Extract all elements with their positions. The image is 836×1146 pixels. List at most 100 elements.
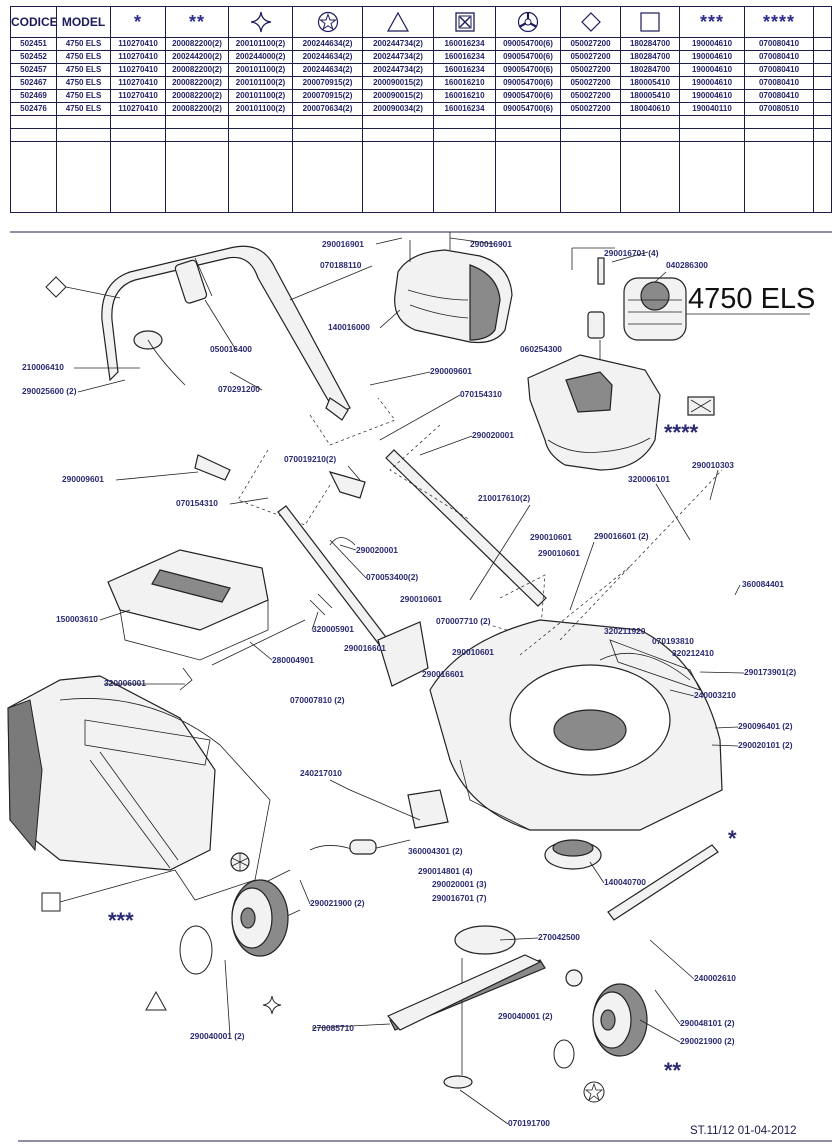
- part-label: 290010601: [452, 647, 494, 657]
- square-icon: [640, 12, 660, 32]
- catcher-lid-drawing: [107, 549, 269, 691]
- circle-star-callout-icon: [583, 1081, 605, 1103]
- part-label: 060254300: [520, 344, 562, 354]
- part-label: 360004301 (2): [408, 846, 463, 856]
- empty-cell: [292, 141, 363, 213]
- one-star-marker: *: [728, 826, 737, 851]
- empty-cell: [165, 141, 229, 213]
- part-label: 290020001 (3): [432, 879, 487, 889]
- header-col-3-stars: ***: [679, 6, 745, 38]
- header-col-diamond: [560, 6, 621, 38]
- part-label: 290009601: [430, 366, 472, 376]
- part-label: 270085710: [312, 1023, 354, 1033]
- engine-cover-drawing: [394, 232, 513, 344]
- part-label: 140016000: [328, 322, 370, 332]
- empty-cell: [813, 141, 832, 213]
- three-stars-marker: ***: [108, 908, 134, 933]
- parts-code-table: CODICE MODEL * **: [10, 6, 832, 213]
- four-point-star-callout-icon: [262, 995, 282, 1015]
- height-adjust-linkage-drawing: [211, 424, 547, 687]
- part-label: 290020001: [472, 430, 514, 440]
- header-col-2-stars: **: [165, 6, 229, 38]
- diamond-callout-icon: [45, 276, 67, 298]
- part-label: 290096401 (2): [738, 721, 793, 731]
- header-col-four-point-star: [228, 6, 293, 38]
- part-label: 290016601: [344, 643, 386, 653]
- part-label: 070019210(2): [284, 454, 336, 464]
- part-label: 290040001 (2): [190, 1031, 245, 1041]
- part-label: 290040001 (2): [498, 1011, 553, 1021]
- part-label: 290014801 (4): [418, 866, 473, 876]
- part-label: 070191700: [508, 1118, 550, 1128]
- header-col-triangle: [362, 6, 434, 38]
- part-label: 040286300: [666, 260, 708, 270]
- model-title: 4750 ELS: [688, 283, 815, 315]
- part-label: 070007710 (2): [436, 616, 491, 626]
- part-label: 210006410: [22, 362, 64, 372]
- part-label: 210017610(2): [478, 493, 530, 503]
- part-label: 290009601: [62, 474, 104, 484]
- empty-cell: [560, 141, 621, 213]
- header-codice: CODICE: [10, 6, 58, 38]
- diagram-symbol-callouts: [41, 276, 605, 1103]
- footer-code: ST.11/12 01-04-2012: [690, 1125, 797, 1137]
- part-label: 290016601 (2): [594, 531, 649, 541]
- part-label: 290010601: [538, 548, 580, 558]
- part-label: 290016601: [422, 669, 464, 679]
- part-label: 070154310: [176, 498, 218, 508]
- mower-deck-drawing: [429, 469, 723, 831]
- part-label: 290010601: [530, 532, 572, 542]
- lower-assembly-drawing: [239, 789, 719, 1089]
- part-label: 240002610: [694, 973, 736, 983]
- empty-cell: [56, 141, 111, 213]
- part-label: 290020001: [356, 545, 398, 555]
- part-label: 290010303: [692, 460, 734, 470]
- part-label: 290021900 (2): [310, 898, 365, 908]
- part-label: 290010601: [400, 594, 442, 604]
- empty-table-row: [10, 128, 832, 142]
- part-label: 070053400(2): [366, 572, 418, 582]
- empty-table-row: [10, 141, 832, 213]
- part-label: 070193810: [652, 636, 694, 646]
- header-col-4-stars: ****: [744, 6, 814, 38]
- empty-cell: [228, 141, 293, 213]
- square-callout-icon: [41, 892, 61, 912]
- part-label: 290016701 (4): [604, 248, 659, 258]
- motor-drawing: [571, 247, 810, 362]
- part-label: 290020101 (2): [738, 740, 793, 750]
- one-star-label: *: [133, 11, 142, 32]
- empty-cell: [744, 141, 814, 213]
- four-stars-marker: ****: [664, 420, 699, 445]
- empty-cell: [433, 141, 496, 213]
- empty-cell: [362, 141, 434, 213]
- hubcap-callout-icon: [179, 925, 213, 975]
- part-label: 280004901: [272, 655, 314, 665]
- part-labels: 290016901 290016901 070188110 140016000 …: [22, 239, 796, 1128]
- empty-cell: [679, 141, 745, 213]
- empty-cell: [110, 141, 166, 213]
- table-header-row: CODICE MODEL * **: [10, 6, 832, 38]
- four-point-star-icon: [250, 11, 271, 33]
- part-label: 320006101: [628, 474, 670, 484]
- upper-handle-drawing: [101, 245, 396, 526]
- part-label: 070154310: [460, 389, 502, 399]
- part-label: 290016701 (7): [432, 893, 487, 903]
- part-label: 050016400: [210, 344, 252, 354]
- part-label: 290021900 (2): [680, 1036, 735, 1046]
- part-label: 270042500: [538, 932, 580, 942]
- part-label: 290048101 (2): [680, 1018, 735, 1028]
- part-label: 070007810 (2): [290, 695, 345, 705]
- part-label: 320006001: [104, 678, 146, 688]
- three-stars-label: ***: [699, 11, 724, 32]
- four-stars-label: ****: [762, 11, 796, 32]
- hub-wheel-icon: [517, 11, 539, 33]
- part-label: 070291200: [218, 384, 260, 394]
- grass-bag-drawing: [7, 675, 271, 901]
- header-col-square: [620, 6, 680, 38]
- part-label: 290173901(2): [744, 667, 796, 677]
